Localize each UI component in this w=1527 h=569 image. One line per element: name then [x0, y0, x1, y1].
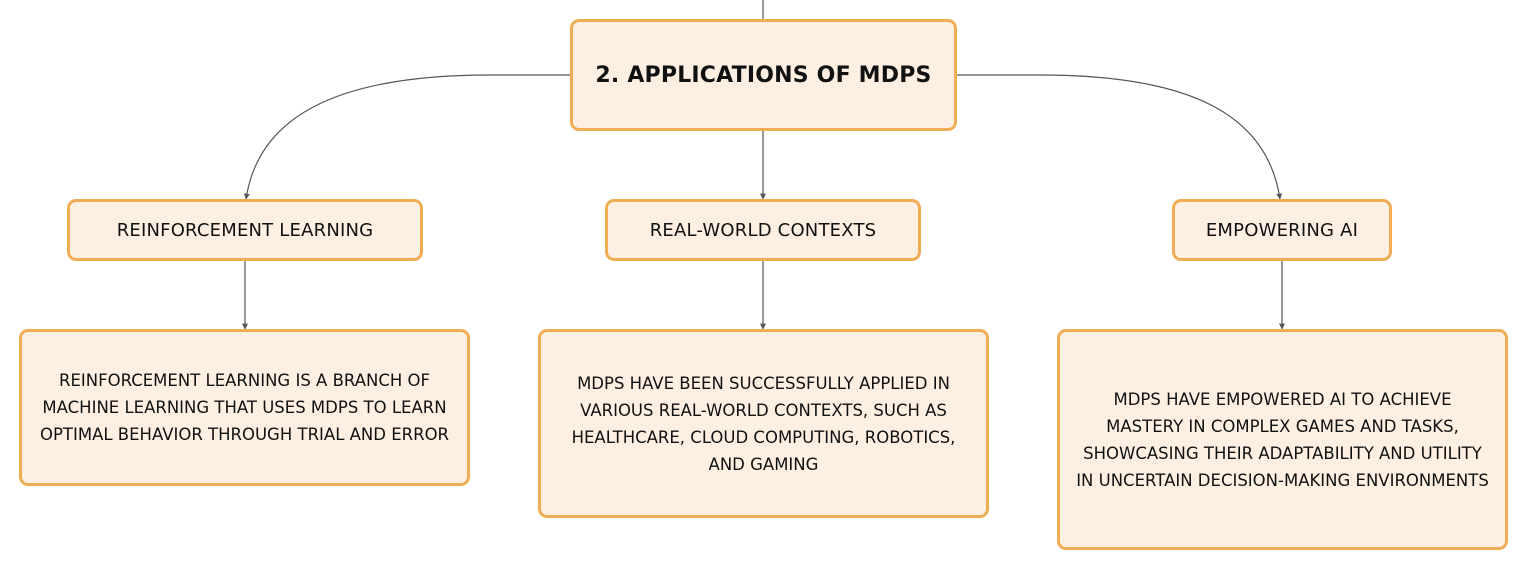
- detail-node-text: MDPS HAVE EMPOWERED AI TO ACHIEVE MASTER…: [1076, 389, 1489, 490]
- branch-node-label: EMPOWERING AI: [1205, 219, 1359, 241]
- detail-node-real-world-contexts[interactable]: MDPS HAVE BEEN SUCCESSFULLY APPLIED IN V…: [538, 329, 989, 518]
- detail-node-text: MDPS HAVE BEEN SUCCESSFULLY APPLIED IN V…: [571, 373, 956, 474]
- root-node-label: 2. APPLICATIONS OF MDPS: [595, 62, 932, 88]
- root-node[interactable]: 2. APPLICATIONS OF MDPS: [570, 19, 957, 131]
- detail-node-reinforcement-learning[interactable]: REINFORCEMENT LEARNING IS A BRANCH OF MA…: [19, 329, 470, 486]
- branch-node-label: REINFORCEMENT LEARNING: [116, 219, 374, 241]
- detail-node-text: REINFORCEMENT LEARNING IS A BRANCH OF MA…: [39, 371, 450, 444]
- detail-node-empowering-ai[interactable]: MDPS HAVE EMPOWERED AI TO ACHIEVE MASTER…: [1057, 329, 1508, 550]
- branch-node-real-world-contexts[interactable]: REAL-WORLD CONTEXTS: [605, 199, 921, 261]
- connector-root-to-empowering-ai: [957, 74, 1283, 200]
- branch-node-reinforcement-learning[interactable]: REINFORCEMENT LEARNING: [67, 199, 423, 261]
- branch-node-label: REAL-WORLD CONTEXTS: [649, 219, 877, 241]
- connector-root-to-reinforcement-learning: [243, 74, 570, 200]
- branch-node-empowering-ai[interactable]: EMPOWERING AI: [1172, 199, 1392, 261]
